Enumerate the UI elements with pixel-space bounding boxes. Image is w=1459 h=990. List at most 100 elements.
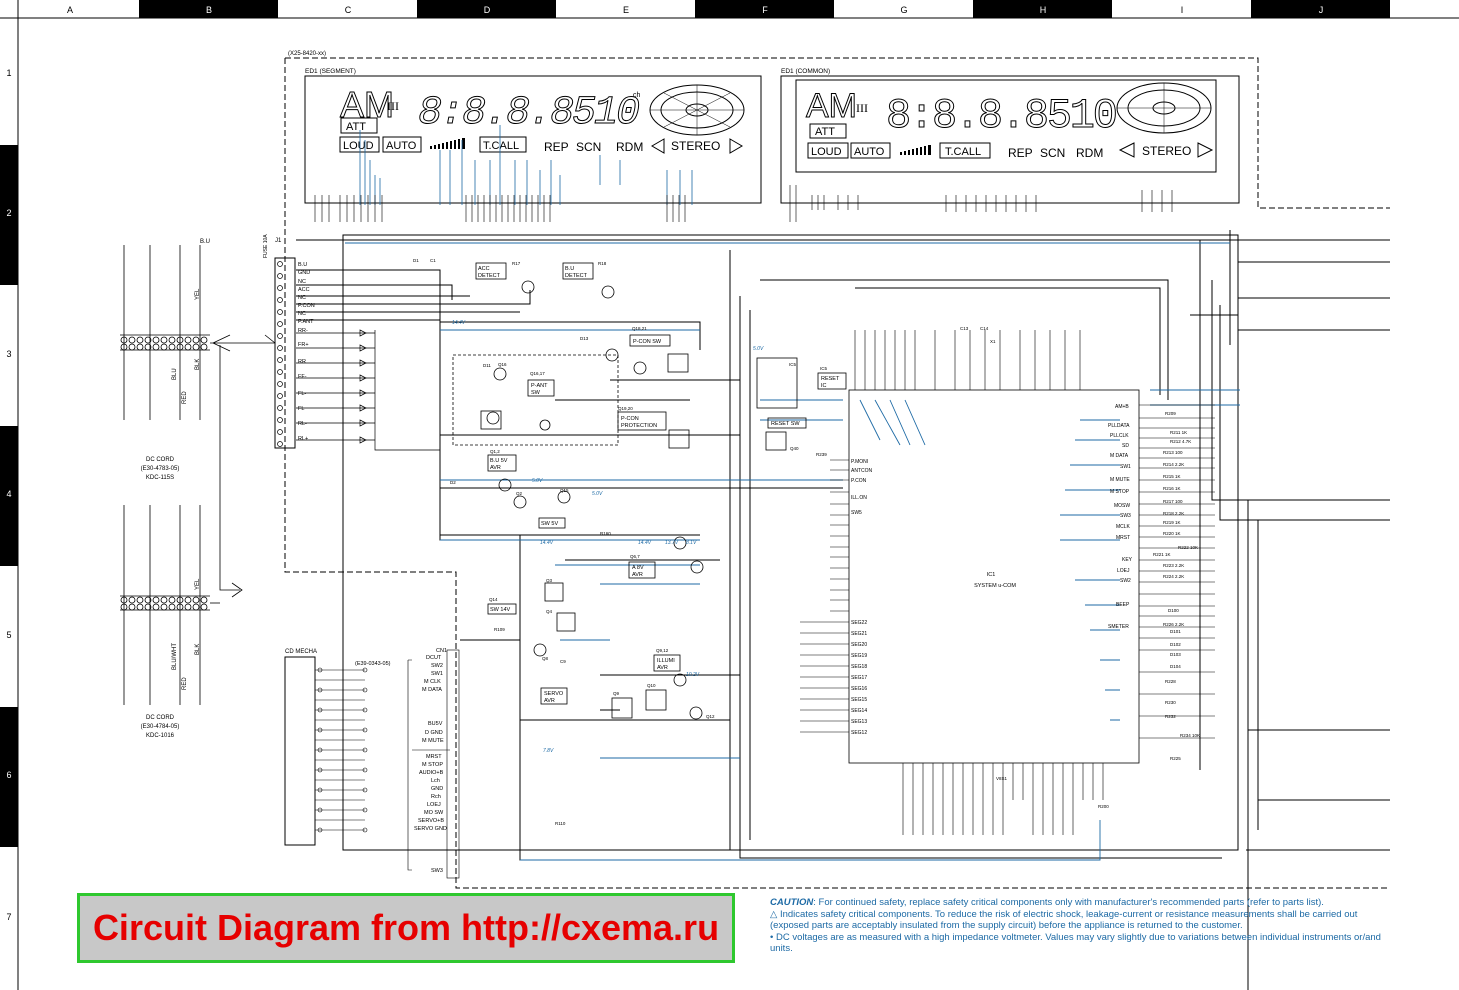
cd-mecha-title: CD MECHA	[285, 649, 317, 655]
voltage-9: 7.8V	[543, 748, 554, 754]
voltage-7: 8.1V	[686, 540, 697, 546]
diode-ladder	[296, 329, 440, 451]
common-ind-rdm: RDM	[1076, 146, 1103, 160]
segment-ind-loud: LOUD	[343, 140, 374, 152]
ic1-pin-pmoni: P.MONI	[851, 459, 868, 465]
j1-pin-pcon: P.CON	[298, 303, 315, 309]
voltage-6: 13.7V	[665, 540, 679, 546]
ic1-pin-seg22: SEG22	[851, 620, 867, 626]
svg-text:V8S1: V8S1	[996, 776, 1008, 781]
j1-fuse: FUSE 10A	[263, 234, 269, 258]
block-pcon-protection: P-CON	[621, 416, 639, 422]
dc-cord-2-wire-4: RED	[182, 677, 188, 690]
cd-pin-rch: Rch	[431, 794, 441, 800]
cd-pin-dcut: DCUT	[426, 655, 442, 661]
voltage-2: 14.4V	[540, 540, 554, 546]
caution-text-1: : For continued safety, replace safety c…	[813, 897, 1324, 908]
segment-level-bars	[430, 138, 465, 149]
segment-ind-stereo: STEREO	[671, 139, 720, 153]
dc-cord-1-wire-3: BLU	[172, 368, 178, 380]
blue-wiring	[345, 242, 1240, 861]
segment-ind-att: ATT	[346, 121, 366, 133]
ic1-pin-mosw: MOSW	[1114, 503, 1130, 509]
j1-pin-rl-plus: RL+	[298, 436, 308, 442]
j1-pin-rr-minus: RR-	[298, 328, 308, 334]
caution-line-2: △ Indicates safety critical components. …	[770, 909, 1390, 932]
display-segment-am: AM	[340, 84, 394, 125]
dc-cord-2-wire-3: BLU/WHT	[172, 643, 178, 670]
caution-text-2: Indicates safety critical components. To…	[770, 908, 1358, 932]
grid-row-5: 5	[6, 630, 11, 640]
block-pcon-sw: P-CON SW	[633, 339, 662, 345]
ic1-pin-key: KEY	[1122, 557, 1133, 563]
cd-pin-sw1: SW1	[431, 671, 443, 677]
svg-text:Q4: Q4	[546, 609, 553, 614]
svg-text:D2: D2	[450, 480, 456, 485]
svg-text:X1: X1	[990, 339, 996, 344]
svg-text:Q9: Q9	[613, 691, 620, 696]
ic1-pin-mclk: MCLK	[1116, 524, 1131, 530]
svg-text:R109: R109	[494, 627, 505, 632]
svg-text:R209: R209	[1165, 411, 1176, 416]
svg-text:R226 2.2K: R226 2.2K	[1163, 622, 1184, 627]
display-common-roman: III	[856, 101, 868, 115]
cd-pin-audiob: AUDIO+B	[419, 770, 444, 776]
svg-text:C13: C13	[960, 326, 969, 331]
dc-cord-1-top-label: B.U	[200, 239, 210, 245]
svg-text:AVR: AVR	[657, 665, 668, 671]
svg-text:Q9,12: Q9,12	[656, 648, 669, 653]
j1-pin-acc: ACC	[298, 287, 310, 293]
common-ind-auto: AUTO	[854, 146, 885, 158]
cd-pin-mosw: MO SW	[424, 810, 444, 816]
cd-pin-sw2: SW2	[431, 663, 443, 669]
block-bu5v: B.U 5V	[490, 458, 508, 464]
cd-pin-lch: Lch	[431, 778, 440, 784]
j1-pin-nc1: NC	[298, 279, 306, 285]
warning-triangle-icon: △	[770, 908, 780, 920]
svg-text:R18: R18	[598, 261, 607, 266]
svg-text:D13: D13	[580, 336, 589, 341]
ic1-pin-seg16: SEG16	[851, 686, 867, 692]
dc-cord-2-wire-1: YEL	[195, 578, 201, 590]
ic1-pin-seg15: SEG15	[851, 697, 867, 703]
grid-col-e: E	[623, 5, 629, 15]
display-common: ED1 (COMMON) AM III 8:8.8.8510 ATT LOUD …	[780, 68, 1240, 204]
cd-pin-mrst: MRST	[426, 754, 442, 760]
ic1-pin-antcon: ANTCON	[851, 468, 873, 474]
svg-text:R220 1K: R220 1K	[1163, 531, 1181, 536]
grid-col-f: F	[762, 5, 768, 15]
block-reset-ic: RESET	[821, 376, 840, 382]
display-common-am: AM	[806, 87, 857, 125]
dc-cord-2	[120, 505, 220, 705]
display-common-title: ED1 (COMMON)	[781, 68, 830, 75]
pcb-outline-dashed	[284, 57, 1390, 889]
cd-mecha-part: (E39-0343-05)	[355, 661, 391, 667]
svg-text:D101: D101	[1170, 629, 1181, 634]
block-illumi: ILLUMI	[657, 658, 675, 664]
svg-text:AVR: AVR	[544, 698, 555, 704]
svg-text:R212 4.7K: R212 4.7K	[1170, 439, 1191, 444]
ic1-pin-illon: ILL.ON	[851, 495, 867, 501]
ic1-pin-seg14: SEG14	[851, 708, 867, 714]
voltage-10: 5.0V	[753, 346, 764, 352]
grid-col-g: G	[900, 5, 907, 15]
common-ind-rep: REP	[1008, 146, 1033, 160]
j1-pin-rr: RR	[298, 359, 306, 365]
ic1-pin-pcon: P.CON	[851, 478, 867, 484]
ic1-pin-seg18: SEG18	[851, 664, 867, 670]
grid-col-h: H	[1040, 5, 1047, 15]
dc-cord-1-wire-4: RED	[182, 391, 188, 404]
grid-row-7: 7	[6, 912, 11, 922]
ic1-left-pins	[800, 459, 849, 733]
ic1-pin-seg19: SEG19	[851, 653, 867, 659]
ic1-pin-smeter: SMETER	[1108, 624, 1129, 630]
svg-text:Q16,17: Q16,17	[530, 371, 545, 376]
common-ind-scn: SCN	[1040, 146, 1065, 160]
ic1-pin-sw3: SW3	[1120, 513, 1131, 519]
cd-pin-mclk: M CLK	[424, 679, 441, 685]
ic1-pin-sw2: SW2	[1120, 578, 1131, 584]
j1-pin-gnd: GND	[298, 270, 310, 276]
common-ind-tcall: T.CALL	[945, 146, 981, 158]
svg-text:R219 1K: R219 1K	[1163, 520, 1181, 525]
dc-cord-1	[120, 245, 276, 598]
